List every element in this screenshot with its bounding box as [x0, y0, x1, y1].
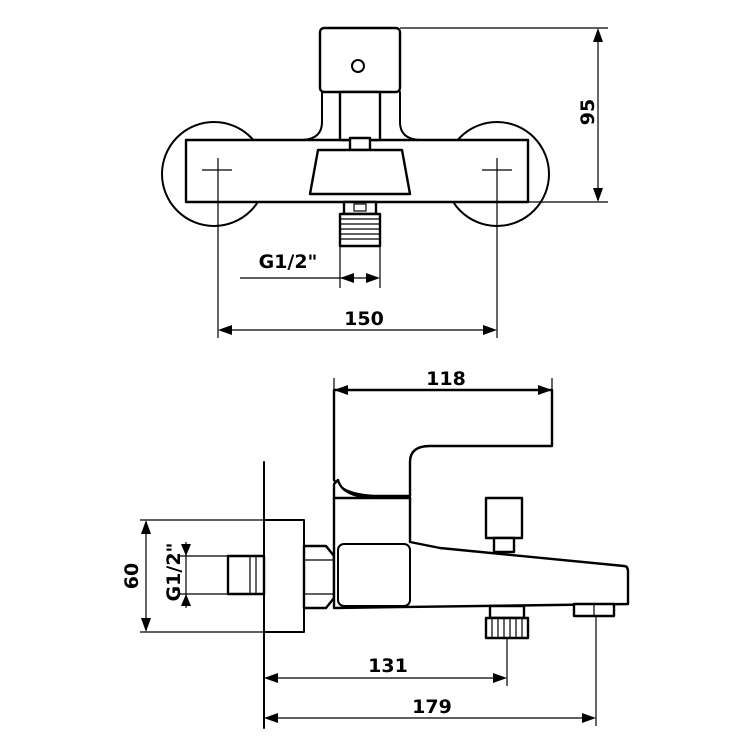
hex-nut [302, 544, 336, 610]
dim-lever-118: 118 [333, 368, 553, 398]
dim-wall-label: 60 [121, 563, 143, 589]
dim-thread-side-label: G1/2" [163, 543, 185, 602]
handle-stem-base [348, 136, 372, 152]
side-outlet-thread [484, 616, 530, 640]
side-outlet-nut [488, 604, 526, 620]
dim-thread-side: G1/2" [163, 542, 228, 608]
side-body [332, 496, 630, 610]
front-view: 95 G1/2" 150 [161, 26, 608, 338]
dim-lever-label: 118 [426, 368, 466, 390]
dim-width-label: 150 [344, 308, 384, 330]
side-diverter-stem [492, 536, 516, 554]
dim-spout-label: 179 [412, 696, 452, 718]
dim-outlet-label: 131 [368, 655, 408, 677]
inlet-fitting [226, 554, 266, 596]
dim-wall-60: 60 [121, 519, 264, 633]
handle-stem [338, 90, 382, 142]
centre-marks [202, 158, 512, 186]
handle-neck [299, 91, 423, 141]
side-view: 118 60 G1/2" 131 [121, 368, 630, 729]
dim-thread-front-label: G1/2" [259, 251, 318, 273]
dim-height-95: 95 [400, 27, 608, 203]
body-window [337, 543, 411, 607]
dim-height-label: 95 [577, 99, 599, 125]
wall-flange [263, 519, 305, 633]
outlet-nut-slot [353, 203, 367, 212]
lever-screw [351, 59, 365, 73]
diverter-knob [308, 148, 412, 196]
side-lever [332, 388, 554, 498]
dim-spout-179: 179 [264, 616, 597, 726]
dim-outlet-131: 131 [264, 638, 508, 686]
dim-thread-front: G1/2" [240, 246, 381, 288]
outlet-thread [338, 212, 382, 248]
side-diverter-knob [484, 496, 524, 540]
dim-width-150: 150 [217, 186, 498, 338]
